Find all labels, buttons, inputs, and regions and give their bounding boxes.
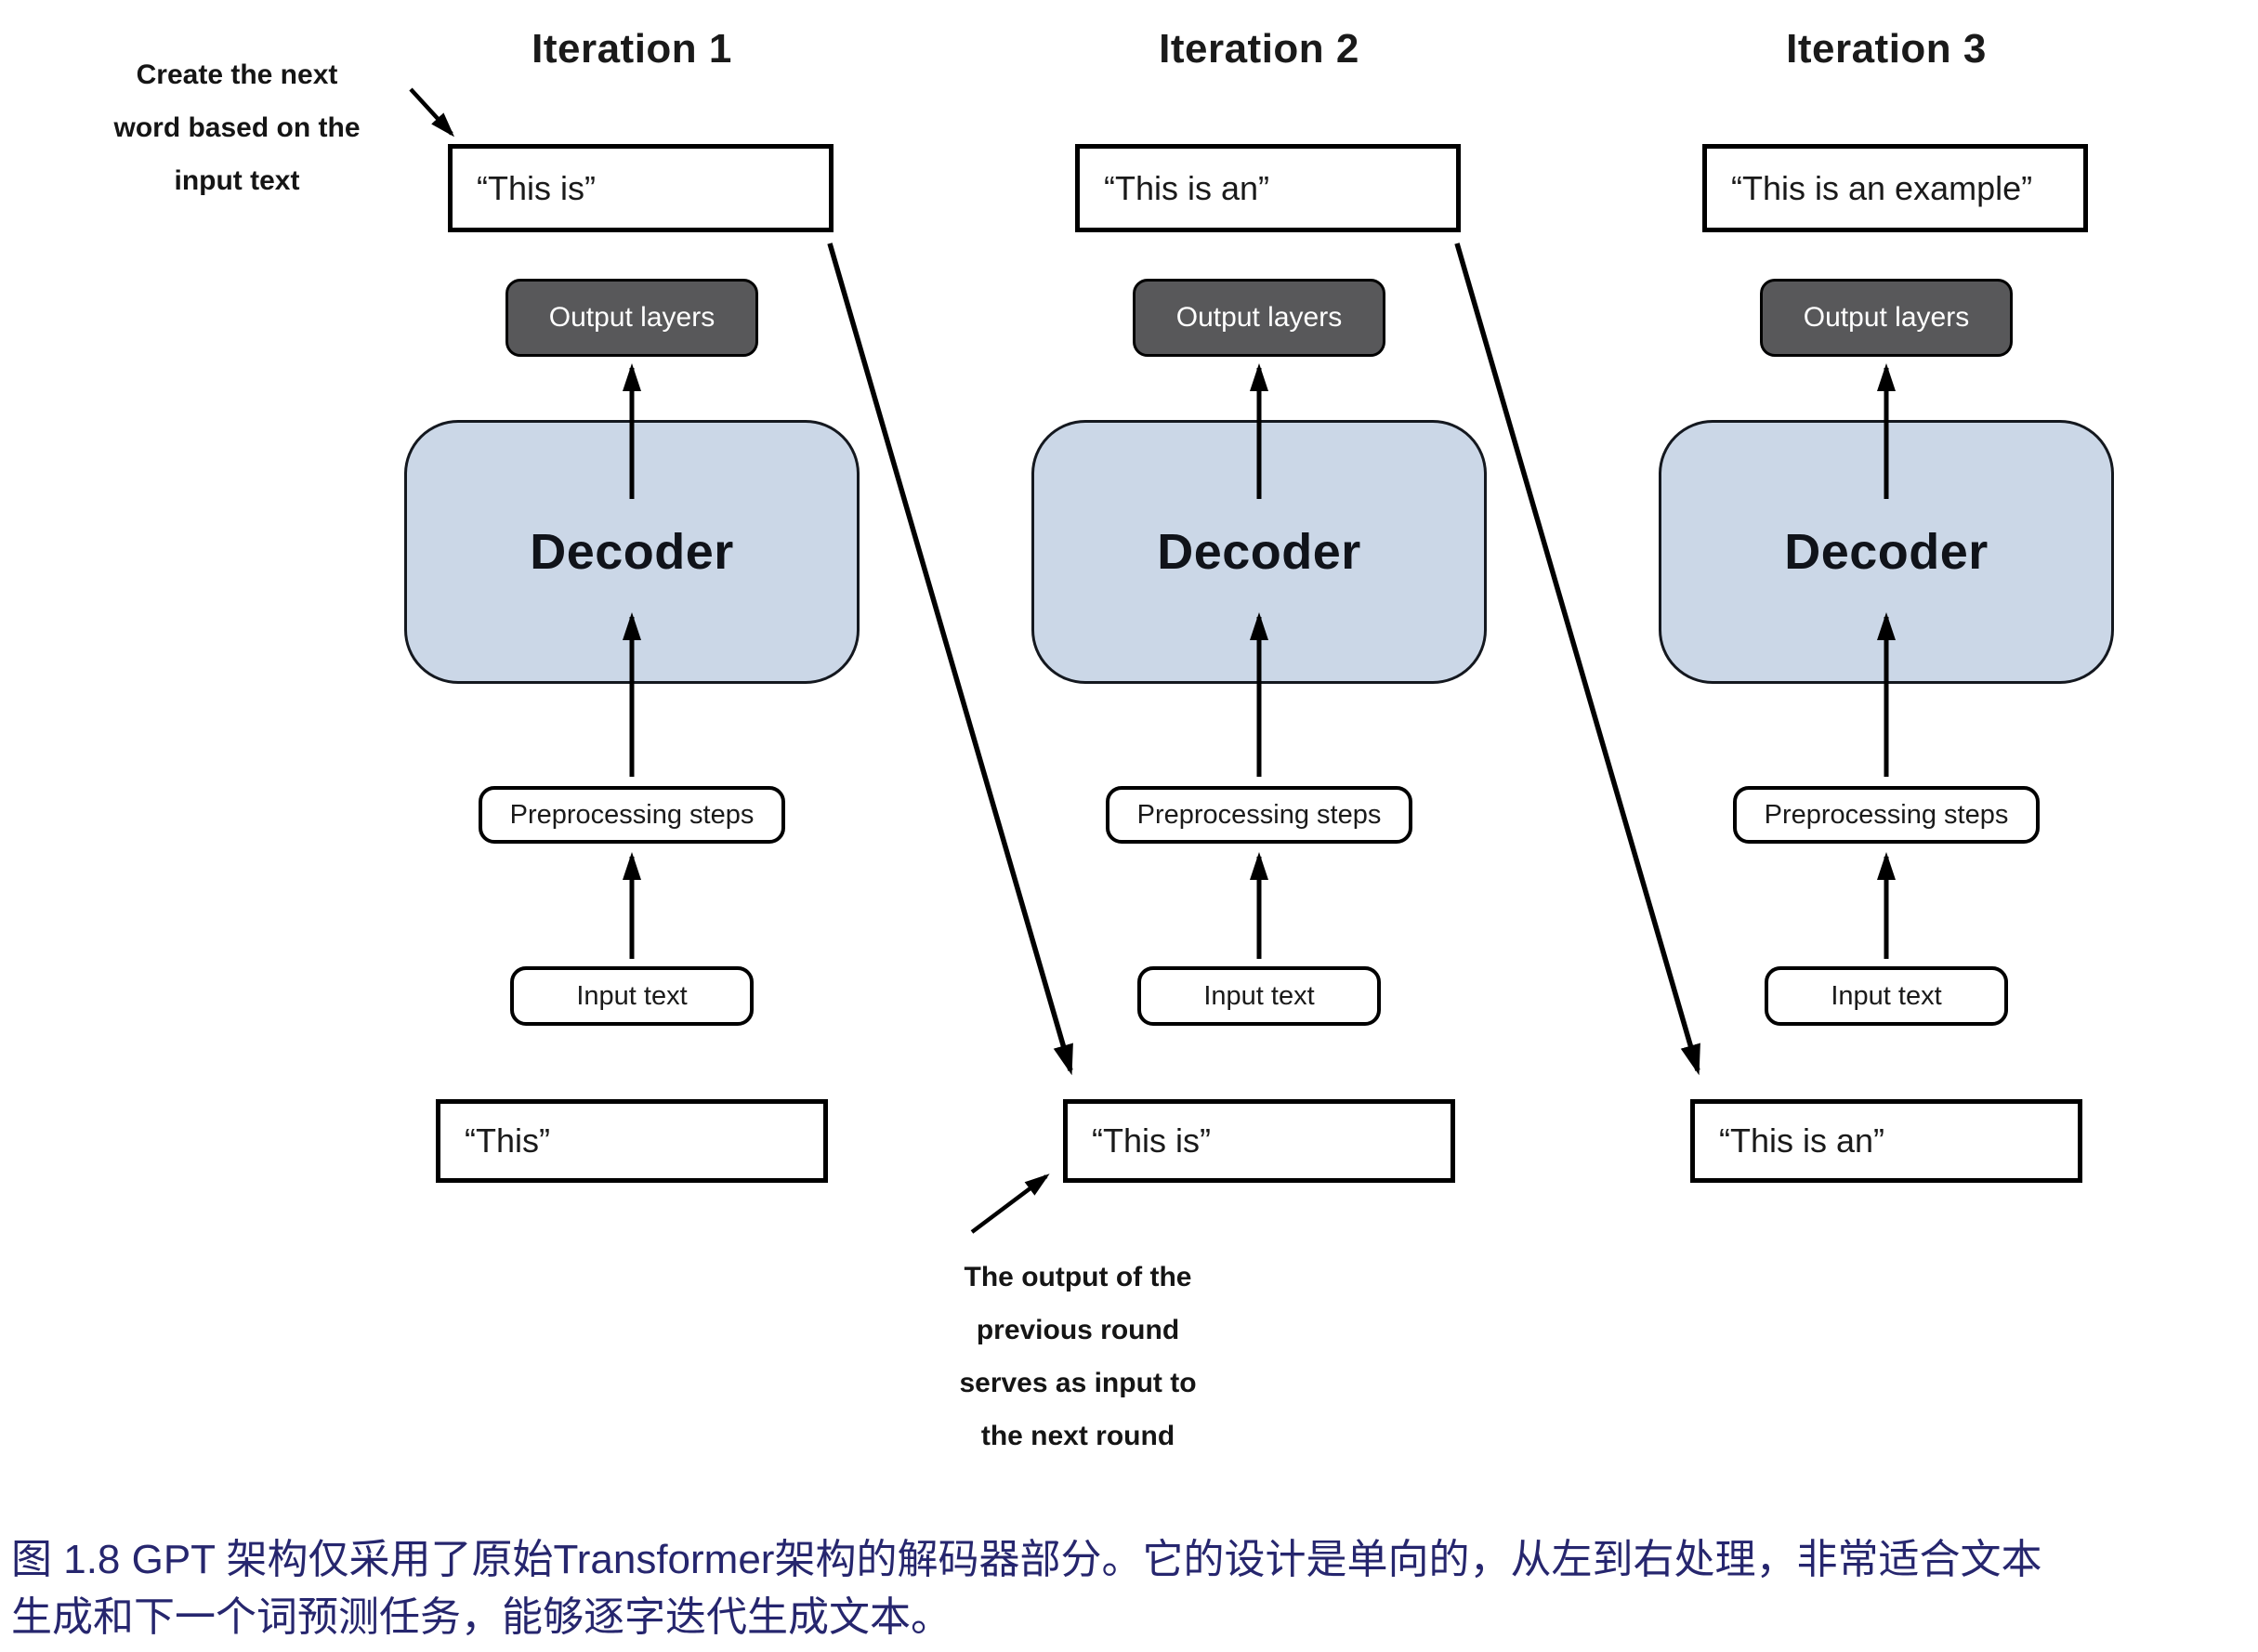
iteration-2-title: Iteration 2 — [1159, 26, 1359, 72]
arrow-annotation-top-left — [409, 87, 455, 138]
annotation-output-feeds-next-round: The output of the previous round serves … — [906, 1251, 1250, 1462]
figure-caption-line2: 生成和下一个词预测任务，能够逐字迭代生成文本。 — [11, 1594, 952, 1640]
col2-output-layers-box: Output layers — [1133, 279, 1385, 357]
col1-input-text-box: Input text — [510, 966, 754, 1026]
annotation-line: The output of the — [964, 1262, 1192, 1292]
annotation-line: serves as input to — [959, 1368, 1197, 1398]
col1-output-layers-box: Output layers — [505, 279, 758, 357]
annotation-line: input text — [174, 165, 300, 196]
col2-decoder-box: Decoder — [1031, 420, 1487, 684]
col2-input-text-box: Input text — [1137, 966, 1381, 1026]
arrow-output2-to-input3 — [1454, 243, 1700, 1076]
annotation-line: word based on the — [113, 112, 361, 143]
col3-output-text-box: “This is an example” — [1702, 144, 2088, 232]
col1-preprocessing-steps-box: Preprocessing steps — [479, 786, 785, 844]
col2-input-string-box: “This is” — [1063, 1099, 1455, 1183]
col3-decoder-box: Decoder — [1659, 420, 2114, 684]
figure-caption: 图 1.8 GPT 架构仅采用了原始Transformer架构的解码器部分。它的… — [11, 1531, 2251, 1646]
col1-output-text-box: “This is” — [448, 144, 834, 232]
col3-input-string-box: “This is an” — [1690, 1099, 2082, 1183]
col3-preprocessing-steps-box: Preprocessing steps — [1733, 786, 2040, 844]
arrow-output1-to-input2 — [827, 243, 1073, 1076]
col2-preprocessing-steps-box: Preprocessing steps — [1106, 786, 1412, 844]
iteration-1-title: Iteration 1 — [532, 26, 732, 72]
figure-caption-line1: 图 1.8 GPT 架构仅采用了原始Transformer架构的解码器部分。它的… — [11, 1537, 2042, 1582]
col3-output-layers-box: Output layers — [1760, 279, 2013, 357]
col1-decoder-box: Decoder — [404, 420, 860, 684]
annotation-line: the next round — [980, 1421, 1175, 1451]
arrow-annotation-bottom — [970, 1173, 1050, 1234]
col3-input-text-box: Input text — [1765, 966, 2008, 1026]
annotation-line: Create the next — [136, 59, 338, 90]
annotation-line: previous round — [976, 1315, 1180, 1345]
col2-output-text-box: “This is an” — [1075, 144, 1461, 232]
iteration-3-title: Iteration 3 — [1786, 26, 1987, 72]
annotation-create-next-word: Create the next word based on the input … — [65, 48, 409, 207]
col1-input-string-box: “This” — [436, 1099, 828, 1183]
